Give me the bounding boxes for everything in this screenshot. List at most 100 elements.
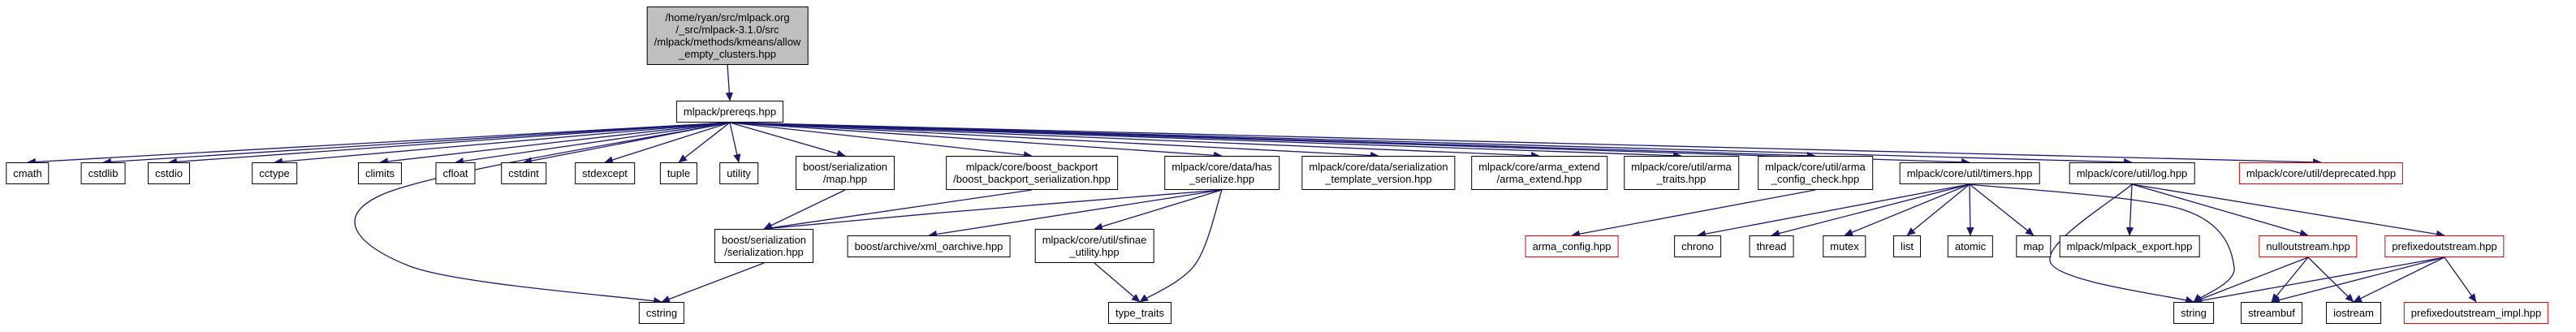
node-thread: thread — [1749, 235, 1794, 257]
node-serialization-template-version[interactable]: mlpack/core/data/serialization_template_… — [1301, 156, 1456, 190]
node-label-line: chrono — [1681, 240, 1714, 252]
node-label-line: iostream — [2333, 307, 2374, 319]
node-boost-backport[interactable]: mlpack/core/boost_backport/boost_backpor… — [946, 156, 1118, 190]
node-label-line: mlpack/core/data/serialization — [1309, 161, 1448, 173]
node-cmath: cmath — [6, 162, 50, 184]
node-label-line: nulloutstream.hpp — [2266, 240, 2350, 252]
node-boost-serialization: boost/serialization/serialization.hpp — [714, 229, 814, 263]
edge-prereqs--deprecated — [729, 122, 2322, 166]
node-label-line: boost/archive/xml_oarchive.hpp — [854, 240, 1003, 252]
node-timers[interactable]: mlpack/core/util/timers.hpp — [1899, 162, 2040, 184]
node-label-line: cstdio — [155, 167, 183, 179]
edge-prereqs--boost-serialization-map — [729, 122, 846, 157]
node-label-line: mlpack/core/arma_extend — [1478, 161, 1600, 173]
edge-log--nulloutstream — [2131, 183, 2309, 237]
node-label-line: mlpack/core/util/log.hpp — [2076, 167, 2188, 179]
node-label-line: boost/serialization — [802, 161, 888, 173]
node-label-line: streambuf — [2248, 307, 2295, 319]
node-iostream: iostream — [2326, 302, 2381, 324]
edge-boost-backport--boost-serialization — [763, 189, 1033, 232]
node-log[interactable]: mlpack/core/util/log.hpp — [2069, 162, 2195, 184]
edge-log--string — [2049, 183, 2194, 304]
node-atomic: atomic — [1947, 235, 1994, 257]
node-label-line: prefixedoutstream.hpp — [2392, 240, 2497, 252]
edge-timers--mutex — [1844, 183, 1970, 236]
node-label-line: mlpack/core/util/timers.hpp — [1906, 167, 2033, 179]
edge-prefixedoutstream--string — [2193, 257, 2445, 304]
node-type-traits: type_traits — [1108, 302, 1171, 324]
node-label-line: /_src/mlpack-3.1.0/src — [675, 24, 779, 36]
node-label-line: /arma_extend.hpp — [1496, 173, 1582, 185]
edge-log--prefixedoutstream — [2131, 183, 2445, 239]
node-label-line: arma_config.hpp — [1532, 240, 1612, 252]
node-label-line: _traits.hpp — [1656, 173, 1707, 185]
edge-prereqs--climits — [379, 122, 731, 166]
node-label-line: /mlpack/methods/kmeans/allow — [654, 36, 801, 48]
node-label-line: cstdint — [508, 167, 539, 179]
edge-prereqs--utility — [729, 122, 741, 163]
node-label-line: /map.hpp — [822, 173, 868, 185]
node-label-line: mlpack/prereqs.hpp — [683, 106, 777, 118]
node-has-serialize[interactable]: mlpack/core/data/has_serialize.hpp — [1164, 156, 1279, 190]
node-xml-oarchive: boost/archive/xml_oarchive.hpp — [847, 235, 1011, 257]
node-label-line: tuple — [667, 167, 691, 179]
edge-timers--thread — [1771, 183, 1970, 238]
node-arma-config[interactable]: arma_config.hpp — [1525, 235, 1619, 257]
node-label-line: mutex — [1830, 240, 1859, 252]
edge-prereqs--cstdio — [168, 122, 731, 166]
node-prereqs[interactable]: mlpack/prereqs.hpp — [675, 101, 784, 123]
edge-allow-empty-clusters--prereqs — [725, 64, 733, 101]
node-label-line: utility — [727, 167, 751, 179]
node-label-line: type_traits — [1115, 307, 1164, 319]
node-mlpack-export[interactable]: mlpack/mlpack_export.hpp — [2059, 235, 2200, 257]
edge-prereqs--boost-backport — [729, 122, 1033, 159]
node-prefixedoutstream-impl[interactable]: prefixedoutstream_impl.hpp — [2403, 302, 2549, 324]
edge-sfinae-utility--type-traits — [1094, 262, 1141, 303]
node-cstdio: cstdio — [148, 162, 190, 184]
edge-has-serialize--type-traits — [1139, 189, 1223, 303]
node-cstring: cstring — [638, 302, 685, 324]
edge-has-serialize--boost-serialization — [763, 189, 1223, 232]
edge-has-serialize--sfinae-utility — [1094, 189, 1223, 231]
edge-prereqs--log — [729, 122, 2133, 166]
node-allow-empty-clusters: /home/ryan/src/mlpack.org/_src/mlpack-3.… — [646, 6, 809, 65]
node-cfloat: cfloat — [435, 162, 476, 184]
node-prefixedoutstream[interactable]: prefixedoutstream.hpp — [2384, 235, 2505, 257]
node-label-line: thread — [1756, 240, 1787, 252]
node-deprecated[interactable]: mlpack/core/util/deprecated.hpp — [2238, 162, 2404, 184]
node-label-line: _serialize.hpp — [1189, 173, 1255, 185]
node-label-line: list — [1901, 240, 1914, 252]
edge-prefixedoutstream--iostream — [2353, 257, 2445, 303]
edge-timers--chrono — [1697, 183, 1970, 238]
edge-timers--string — [1969, 183, 2235, 303]
edge-arma-config-check--arma-config — [1571, 189, 1816, 238]
edge-prereqs--cmath — [27, 122, 731, 166]
node-stdexcept: stdexcept — [575, 162, 635, 184]
node-mutex: mutex — [1823, 235, 1866, 257]
node-arma-traits[interactable]: mlpack/core/util/arma_traits.hpp — [1624, 156, 1739, 190]
node-label-line: /serialization.hpp — [724, 246, 804, 258]
edge-prereqs--cstdlib — [102, 122, 731, 166]
node-label-line: mlpack/core/util/sfinae — [1042, 234, 1147, 246]
node-nulloutstream[interactable]: nulloutstream.hpp — [2259, 235, 2358, 257]
edge-prereqs--cstring — [354, 122, 731, 305]
node-arma-config-check[interactable]: mlpack/core/util/arma_config_check.hpp — [1758, 156, 1873, 190]
edge-prereqs--cfloat — [455, 122, 731, 166]
node-arma-extend[interactable]: mlpack/core/arma_extend/arma_extend.hpp — [1471, 156, 1607, 190]
node-label-line: mlpack/core/util/arma — [1765, 161, 1866, 173]
edge-nulloutstream--string — [2193, 257, 2309, 303]
edge-prereqs--timers — [729, 122, 1970, 166]
edge-nulloutstream--streambuf — [2271, 257, 2309, 303]
node-cstdint: cstdint — [501, 162, 546, 184]
node-streambuf: streambuf — [2241, 302, 2302, 324]
edge-boost-serialization--cstring — [661, 262, 765, 303]
edge-prereqs--cctype — [274, 122, 731, 166]
node-label-line: map — [2023, 240, 2044, 252]
node-map: map — [2016, 235, 2052, 257]
node-sfinae-utility[interactable]: mlpack/core/util/sfinae_utility.hpp — [1034, 229, 1154, 263]
node-label-line: _utility.hpp — [1069, 246, 1120, 258]
node-label-line: _empty_clusters.hpp — [679, 48, 776, 60]
node-string: string — [2173, 302, 2214, 324]
edge-prereqs--arma-extend — [729, 122, 1540, 160]
node-label-line: mlpack/core/data/has — [1171, 161, 1272, 173]
